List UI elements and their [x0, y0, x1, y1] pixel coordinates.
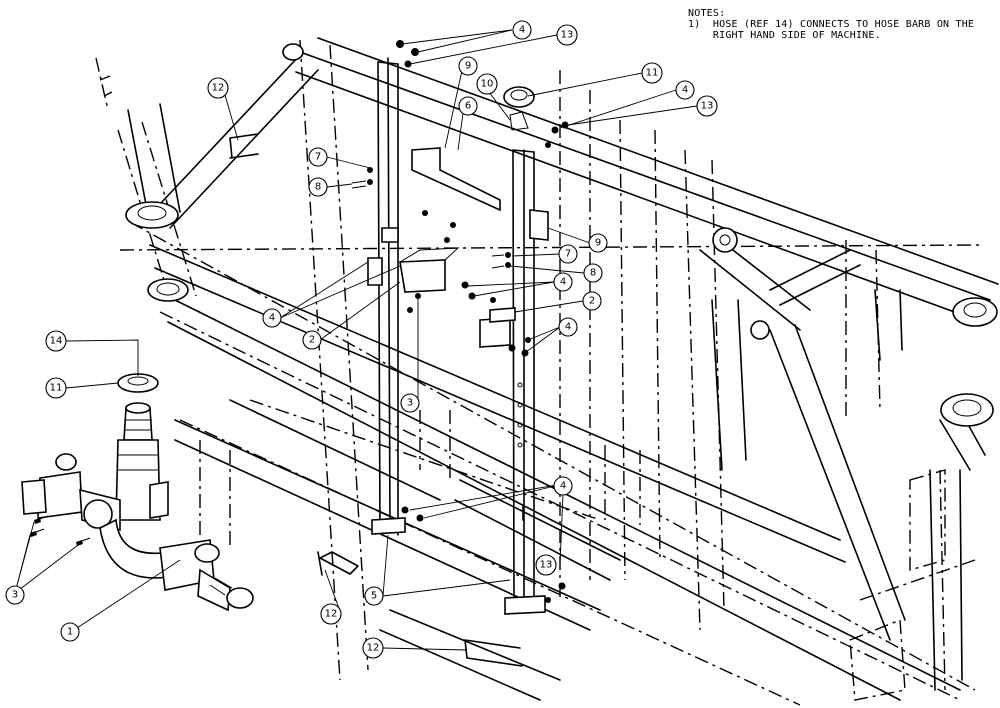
- frame-main-tubes: [127, 37, 999, 701]
- callout-7-left: 7: [308, 147, 328, 167]
- svg-text:13: 13: [561, 30, 574, 41]
- svg-text:12: 12: [367, 643, 380, 654]
- svg-text:1: 1: [67, 627, 73, 638]
- svg-text:4: 4: [560, 481, 566, 492]
- svg-text:8: 8: [590, 268, 596, 279]
- callout-11-top: 11: [641, 62, 663, 84]
- mounting-uprights: [371, 57, 546, 615]
- callout-5: 5: [364, 586, 384, 606]
- notes-block: NOTES:1) HOSE (REF 14) CONNECTS TO HOSE …: [688, 8, 974, 41]
- callout-4-right: 4: [675, 80, 695, 100]
- callout-12-bottom: 12: [362, 637, 384, 659]
- callout-4-mid-right: 4: [553, 272, 573, 292]
- callout-1: 1: [60, 622, 80, 642]
- svg-text:4: 4: [682, 85, 688, 96]
- callout-9-right: 9: [588, 233, 608, 253]
- callout-2-right: 2: [582, 291, 602, 311]
- callout-13-top: 13: [556, 24, 578, 46]
- leader-lines: [14, 29, 698, 651]
- callout-3-middle: 3: [400, 393, 420, 413]
- hardware: [351, 40, 569, 603]
- callout-4-lower-right: 4: [558, 317, 578, 337]
- svg-text:8: 8: [315, 182, 321, 193]
- svg-text:9: 9: [595, 238, 601, 249]
- brackets: [367, 147, 549, 348]
- callout-10: 10: [476, 73, 498, 95]
- callout-7-right: 7: [558, 244, 578, 264]
- callout-2-left: 2: [302, 330, 322, 350]
- svg-text:6: 6: [465, 101, 471, 112]
- svg-text:11: 11: [50, 383, 63, 394]
- svg-text:9: 9: [465, 61, 471, 72]
- note-1-line-2: RIGHT HAND SIDE OF MACHINE.: [688, 30, 881, 41]
- svg-text:4: 4: [269, 313, 275, 324]
- svg-text:13: 13: [701, 101, 714, 112]
- svg-text:2: 2: [589, 296, 595, 307]
- svg-text:5: 5: [371, 591, 377, 602]
- upper-hose-clamp: [503, 86, 535, 131]
- callout-3-left: 3: [5, 585, 25, 605]
- svg-text:3: 3: [12, 590, 18, 601]
- callout-8-right: 8: [583, 263, 603, 283]
- note-1-line-1: 1) HOSE (REF 14) CONNECTS TO HOSE BARB O…: [688, 19, 975, 30]
- svg-text:10: 10: [481, 79, 494, 90]
- callout-4-bottom: 4: [553, 476, 573, 496]
- svg-text:4: 4: [519, 25, 525, 36]
- svg-text:4: 4: [560, 277, 566, 288]
- svg-text:4: 4: [565, 322, 571, 333]
- callout-6: 6: [458, 96, 478, 116]
- callout-12-top: 12: [207, 77, 229, 99]
- callout-13-right: 13: [696, 95, 718, 117]
- svg-text:14: 14: [50, 336, 63, 347]
- svg-text:13: 13: [540, 560, 553, 571]
- svg-text:7: 7: [565, 249, 571, 260]
- callout-4-left: 4: [262, 308, 282, 328]
- callout-14: 14: [45, 330, 67, 352]
- callout-12-left: 12: [320, 603, 342, 625]
- svg-text:7: 7: [315, 152, 321, 163]
- callout-9-top: 9: [458, 56, 478, 76]
- svg-text:2: 2: [309, 335, 315, 346]
- svg-text:12: 12: [325, 609, 338, 620]
- tube-ends: [125, 43, 998, 427]
- callout-13-bottom: 13: [535, 554, 557, 576]
- callout-11-left: 11: [45, 377, 67, 399]
- callout-4-top: 4: [512, 20, 532, 40]
- callout-8-left: 8: [308, 177, 328, 197]
- svg-text:12: 12: [212, 83, 225, 94]
- svg-text:11: 11: [646, 68, 659, 79]
- frame-phantom-lines: [95, 39, 981, 706]
- u-bolts: [229, 133, 523, 667]
- notes-heading: NOTES:: [688, 8, 726, 19]
- valve-assembly: [21, 373, 254, 612]
- svg-text:3: 3: [407, 398, 413, 409]
